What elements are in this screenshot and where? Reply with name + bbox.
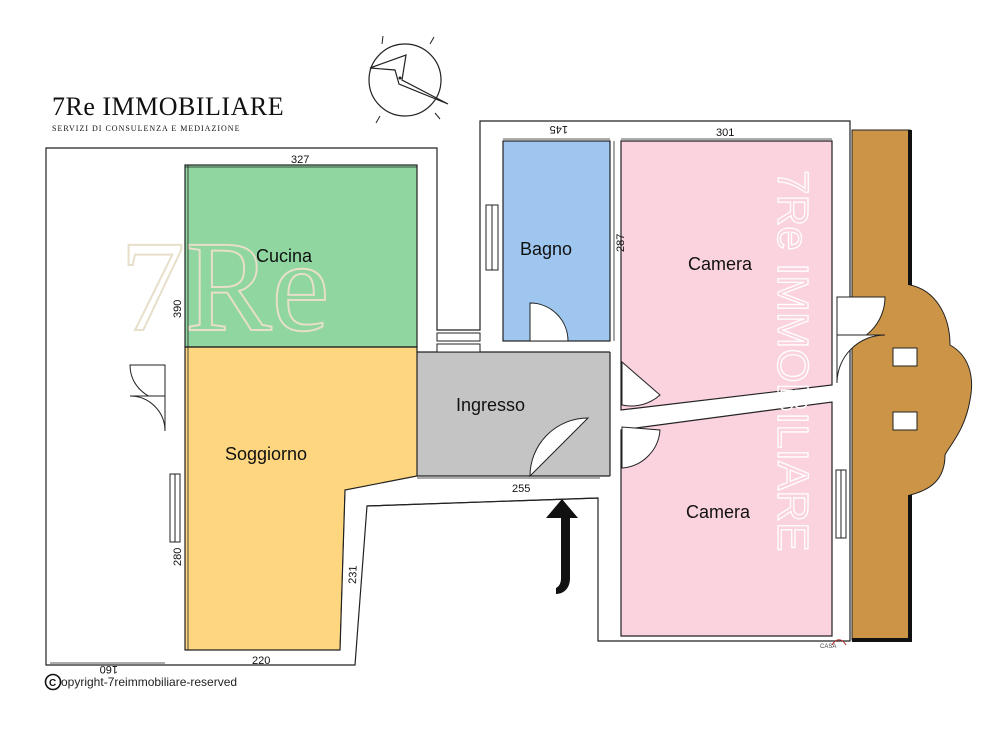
copyright-icon: [44, 673, 62, 691]
dim-camera-width: 301: [716, 127, 734, 139]
dim-soggiorno-width: 220: [252, 655, 270, 667]
room-camera-1: [621, 141, 832, 410]
entrance-arrow-icon: [546, 499, 578, 594]
copyright-symbol: C: [49, 678, 56, 689]
compass-icon: [368, 35, 449, 124]
watermark-vertical: 7Re IMMOBILIARE: [768, 170, 817, 551]
doors: [129, 296, 886, 478]
dim-balcony-width: 160: [100, 663, 118, 675]
copyright-text: opyright-7reimmobiliare-reserved: [61, 675, 237, 689]
room-camera-2: [621, 402, 832, 636]
dim-soggiorno-height: 280: [172, 548, 184, 566]
dim-ingresso-width: 255: [512, 483, 530, 495]
dim-bagno-width: 145: [550, 123, 568, 135]
label-cucina: Cucina: [256, 246, 313, 266]
room-bagno: [503, 141, 610, 341]
company-logo: 7Re IMMOBILIARE SERVIZI DI CONSULENZA E …: [52, 92, 284, 133]
label-camera-2: Camera: [686, 502, 751, 522]
dim-cucina-height: 390: [172, 300, 184, 318]
label-bagno: Bagno: [520, 239, 572, 259]
watermark-logo: 7Re: [120, 215, 329, 359]
dim-bagno-height: 287: [615, 234, 627, 252]
room-soggiorno: [185, 347, 417, 650]
casa-stamp: CASA: [820, 639, 847, 650]
svg-text:CASA: CASA: [820, 644, 836, 650]
copyright-notice: C opyright-7reimmobiliare-reserved: [44, 673, 237, 691]
room-ingresso: [417, 352, 610, 476]
dim-cucina-width: 327: [291, 154, 309, 166]
balcony-right: [851, 129, 973, 641]
dimension-lines: [50, 138, 832, 664]
label-soggiorno: Soggiorno: [225, 444, 307, 464]
label-camera-1: Camera: [688, 254, 753, 274]
room-cucina: [185, 165, 417, 347]
dim-soggiorno-diag: 231: [347, 565, 360, 584]
windows: [169, 204, 847, 543]
logo-title: 7Re IMMOBILIARE: [52, 92, 284, 121]
label-ingresso: Ingresso: [456, 395, 525, 415]
logo-subtitle: SERVIZI DI CONSULENZA E MEDIAZIONE: [52, 124, 240, 133]
